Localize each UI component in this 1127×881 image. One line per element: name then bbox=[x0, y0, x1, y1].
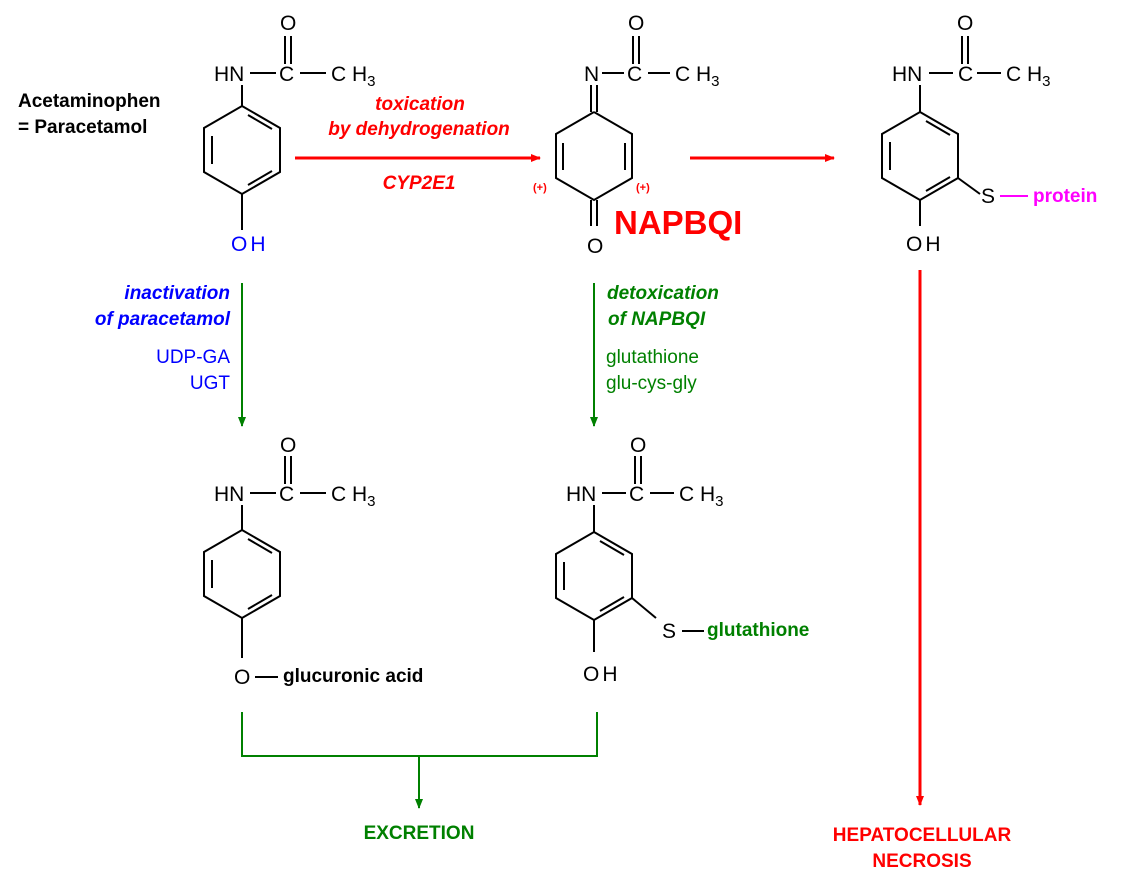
glucuronide-structure bbox=[203, 456, 326, 678]
detoxication-label-line1: detoxication bbox=[607, 283, 719, 304]
atom-ch3-5: C H3 bbox=[679, 483, 724, 510]
charge-left: (+) bbox=[533, 182, 547, 194]
necrosis-label: NECROSIS bbox=[872, 851, 972, 872]
atom-s-glutathione: S bbox=[662, 620, 676, 643]
atom-o-carbonyl-3: O bbox=[957, 12, 973, 35]
napbqi-structure bbox=[555, 36, 670, 226]
detoxication-label-line2: of NAPBQI bbox=[608, 309, 706, 330]
hepatocellular-label: HEPATOCELLULAR bbox=[832, 825, 1012, 846]
atom-n-2: N bbox=[584, 63, 599, 86]
atom-c-1: C bbox=[279, 63, 294, 86]
glutathione-conjugate-structure bbox=[555, 456, 704, 652]
atom-hn-3: HN bbox=[892, 63, 922, 86]
atom-s-protein: S bbox=[981, 185, 995, 208]
atom-o-carbonyl-5: O bbox=[630, 434, 646, 457]
charge-right: (+) bbox=[636, 182, 650, 194]
atom-ch3-1: C H3 bbox=[331, 63, 376, 90]
atom-c-3: C bbox=[958, 63, 973, 86]
atom-c-2: C bbox=[627, 63, 642, 86]
glutathione-reagent-label: glutathione bbox=[606, 347, 699, 368]
toxication-label-line2: by dehydrogenation bbox=[328, 119, 510, 140]
glutathione-conjugate-label: glutathione bbox=[707, 620, 810, 641]
atom-o-glucuronide: O bbox=[234, 666, 250, 689]
glucuronic-acid-label: glucuronic acid bbox=[283, 666, 424, 687]
excretion-bracket bbox=[241, 712, 598, 757]
ugt-label: UGT bbox=[189, 373, 230, 394]
atom-c-5: C bbox=[629, 483, 644, 506]
napbqi-label: NAPBQI bbox=[614, 204, 743, 241]
atom-ch3-2: C H3 bbox=[675, 63, 720, 90]
toxication-label-line1: toxication bbox=[375, 94, 465, 115]
atom-o-carbonyl-1: O bbox=[280, 12, 296, 35]
inactivation-label-line2: of paracetamol bbox=[94, 309, 230, 330]
atom-o-carbonyl-4: O bbox=[280, 434, 296, 457]
paracetamol-label: = Paracetamol bbox=[18, 117, 148, 138]
glu-cys-gly-label: glu-cys-gly bbox=[606, 373, 697, 394]
atom-ch3-4: C H3 bbox=[331, 483, 376, 510]
udpga-label: UDP-GA bbox=[156, 347, 230, 368]
protein-adduct-structure bbox=[881, 36, 1001, 226]
atom-hn-1: HN bbox=[214, 63, 244, 86]
acetaminophen-label: Acetaminophen bbox=[18, 91, 161, 112]
atom-c-4: C bbox=[279, 483, 294, 506]
acetaminophen-structure bbox=[203, 36, 326, 230]
excretion-label: EXCRETION bbox=[363, 823, 475, 844]
protein-label: protein bbox=[1033, 186, 1098, 207]
atom-hn-4: HN bbox=[214, 483, 244, 506]
atom-o-quinone: O bbox=[587, 235, 603, 258]
atom-hn-5: HN bbox=[566, 483, 596, 506]
inactivation-label-line1: inactivation bbox=[124, 283, 230, 304]
atom-ch3-3: C H3 bbox=[1006, 63, 1051, 90]
atom-o-carbonyl-2: O bbox=[628, 12, 644, 35]
cyp2e1-label: CYP2E1 bbox=[382, 173, 456, 194]
